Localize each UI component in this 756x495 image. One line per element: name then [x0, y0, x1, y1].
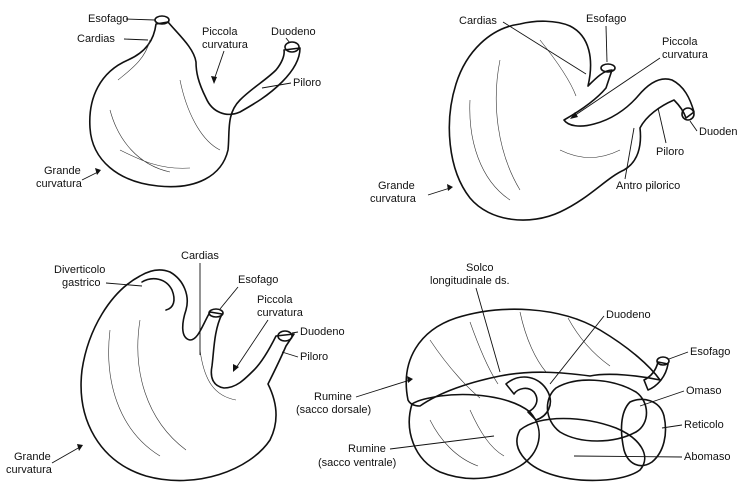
stomach-bottom-left-outline [80, 269, 295, 482]
label-sacco-dorsale-br: (sacco dorsale) [296, 404, 371, 416]
esophagus-opening-top-right [600, 63, 616, 73]
rumen-dorsal-sac [405, 308, 661, 407]
label-piloro-tr: Piloro [656, 146, 684, 158]
duodenum-opening-bottom-left [277, 330, 293, 342]
label-piloro-tl: Piloro [293, 77, 321, 89]
label-piloro-bl: Piloro [300, 351, 328, 363]
label-duodeno-br: Duodeno [606, 309, 651, 321]
label-sacco-ventrale-br: (sacco ventrale) [318, 457, 396, 469]
omasum [546, 379, 648, 442]
label-cardias-tl: Cardias [77, 33, 115, 45]
label-reticolo-br: Reticolo [684, 419, 724, 431]
label-grande-bl: Grande [14, 451, 51, 463]
label-cardias-bl: Cardias [181, 250, 219, 262]
label-piccola-tl: Piccola [202, 26, 238, 38]
label-duodeno-bl: Duodeno [300, 326, 345, 338]
label-rumine-dorsal-br: Rumine [314, 391, 352, 403]
label-duodeno-tl: Duodeno [271, 26, 316, 38]
esophagus-opening-bottom-left [208, 308, 224, 318]
gastric-diverticulum [141, 277, 175, 311]
duodenum-opening-top-left [284, 41, 300, 53]
duodenum-tube [505, 376, 552, 421]
label-curvatura-large-bl: curvatura [6, 464, 53, 476]
label-curvatura-large-tr: curvatura [370, 193, 417, 205]
label-cardias-tr: Cardias [459, 15, 497, 27]
label-gastrico-bl: gastrico [62, 277, 101, 289]
label-esofago-tr: Esofago [586, 13, 626, 25]
label-esofago-bl: Esofago [238, 274, 278, 286]
label-antro-pilorico-tr: Antro pilorico [616, 180, 680, 192]
label-curvatura-large-tl: curvatura [36, 178, 83, 190]
rumen-ventral-sac [408, 393, 540, 480]
label-longitudinale-br: longitudinale ds. [430, 275, 510, 287]
reticulum [620, 398, 667, 467]
label-piccola-bl: Piccola [257, 294, 293, 306]
stomach-bottom-left: Diverticolo gastrico Cardias Esofago Pic… [6, 250, 345, 482]
label-curvatura-small-bl: curvatura [257, 307, 304, 319]
stomach-bottom-right-ruminant: Solco longitudinale ds. Duodeno Esofago … [296, 262, 730, 482]
label-curvatura-small-tl: curvatura [202, 39, 249, 51]
label-solco-br: Solco [466, 262, 494, 274]
label-omaso-br: Omaso [686, 385, 721, 397]
label-duoden-tr: Duoden [699, 126, 738, 138]
label-grande-tr: Grande [378, 180, 415, 192]
stomach-top-right: Cardias Esofago Piccola curvatura Duoden… [370, 13, 738, 221]
stomach-top-left-outline [89, 21, 301, 188]
stomach-top-left: Esofago Cardias Piccola curvatura Duoden… [36, 13, 321, 190]
label-curvatura-small-tr: curvatura [662, 49, 709, 61]
duodenum-opening-top-right [681, 107, 695, 121]
label-piccola-tr: Piccola [662, 36, 698, 48]
label-esofago-tl: Esofago [88, 13, 128, 25]
label-esofago-br: Esofago [690, 346, 730, 358]
label-abomaso-br: Abomaso [684, 451, 730, 463]
abomasum [516, 417, 646, 482]
label-grande-tl: Grande [44, 165, 81, 177]
esophagus-opening-ruminant [656, 356, 670, 366]
label-diverticolo-bl: Diverticolo [54, 264, 105, 276]
label-rumine-ventral-br: Rumine [348, 443, 386, 455]
